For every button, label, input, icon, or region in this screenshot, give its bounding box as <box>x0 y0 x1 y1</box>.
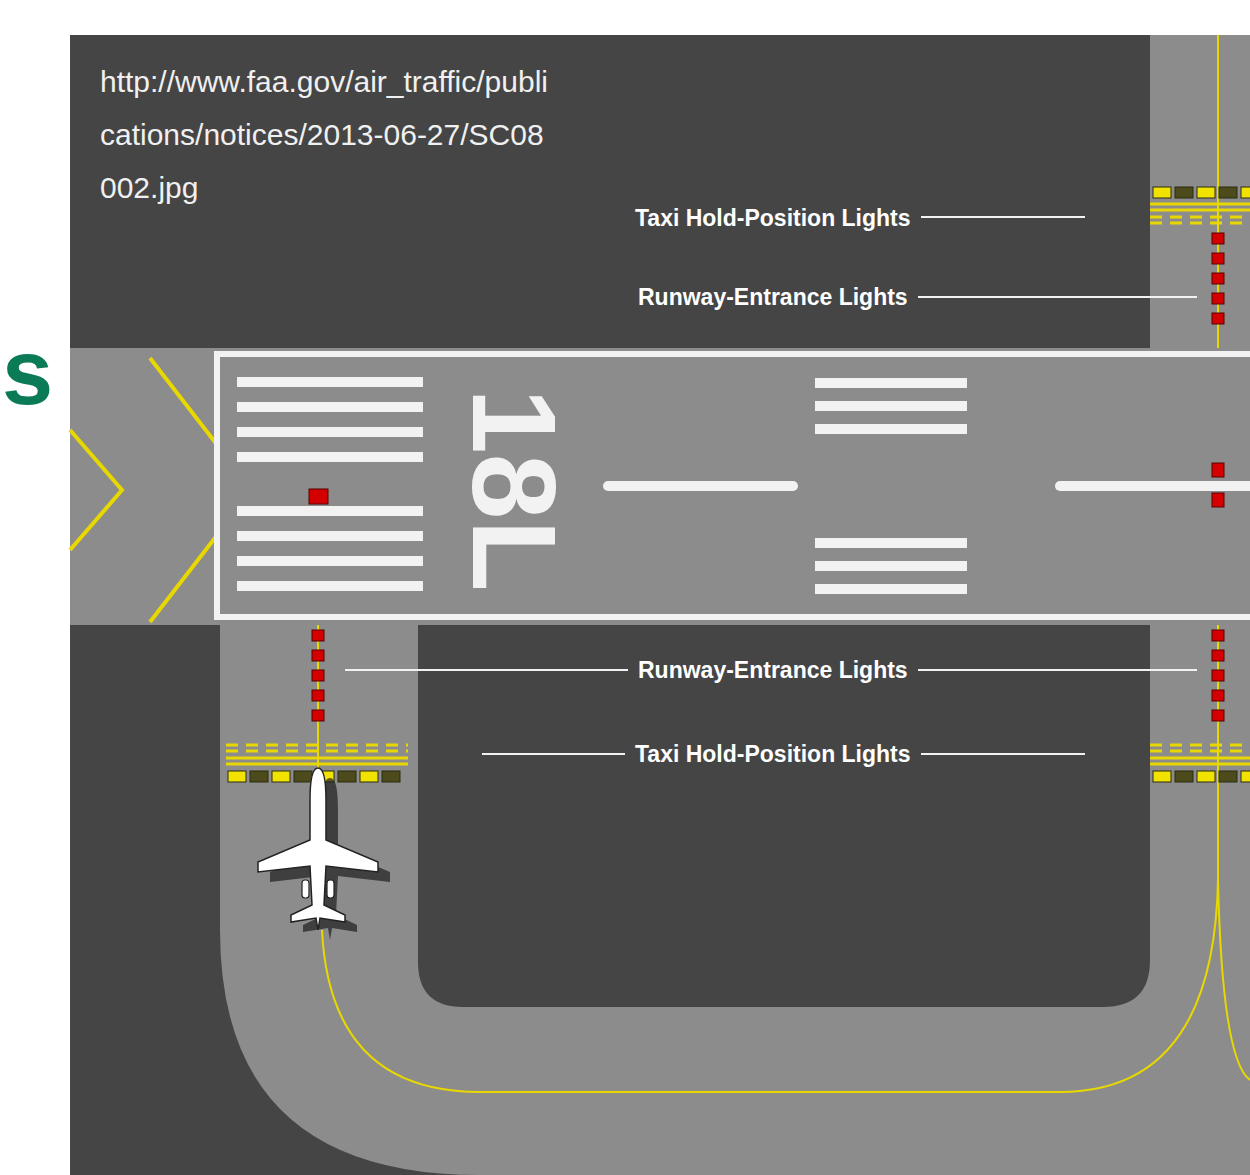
taxiway-centerline <box>1218 880 1250 1080</box>
hold-line-solid <box>1150 209 1250 212</box>
hold-line-dashed <box>1150 750 1250 753</box>
taxi-hold-position-light <box>1241 771 1250 782</box>
touchdown-bar <box>815 561 967 571</box>
runway-entrance-light <box>1212 670 1224 681</box>
runway-entrance-light <box>312 630 324 641</box>
leader-line <box>921 216 1085 218</box>
taxi-hold-position-light <box>294 771 312 782</box>
taxi-hold-position-light <box>1219 187 1237 198</box>
taxi-hold-position-light <box>1153 187 1171 198</box>
taxi-hold-position-light <box>250 771 268 782</box>
runway-entrance-light <box>1212 293 1224 304</box>
in-pavement-lights <box>228 187 1250 782</box>
runway-edge-marking <box>217 354 1250 617</box>
threshold-bar <box>237 377 423 387</box>
taxi-hold-position-light <box>1219 771 1237 782</box>
touchdown-bar <box>815 538 967 548</box>
infield <box>418 620 1150 1007</box>
hold-line-dashed <box>226 750 408 753</box>
taxi-hold-position-light <box>382 771 400 782</box>
taxi-hold-position-light <box>1197 771 1215 782</box>
leader-line <box>918 296 1197 298</box>
threshold-bar <box>237 402 423 412</box>
centerline-dash <box>603 481 798 491</box>
runway-entrance-light <box>312 670 324 681</box>
threshold-bar <box>237 506 423 516</box>
runway-entrance-light <box>312 690 324 701</box>
runway-designation: 18L <box>447 388 577 591</box>
airplane-engine <box>302 880 309 898</box>
taxi-hold-position-light <box>360 771 378 782</box>
hold-line-solid <box>226 763 408 766</box>
runway-entrance-light <box>1212 630 1224 641</box>
touchdown-bar <box>815 378 967 388</box>
blast-pad <box>70 348 230 625</box>
taxiway-centerline <box>322 880 1218 1092</box>
threshold-bar <box>237 452 423 462</box>
threshold-bar <box>237 427 423 437</box>
taxiway <box>1150 35 1250 355</box>
runway-entrance-light <box>1212 273 1224 284</box>
runway-entrance-light <box>1212 710 1224 721</box>
leader-line <box>345 669 628 671</box>
threshold-bar <box>237 556 423 566</box>
callout-label: Runway-Entrance Lights <box>638 658 908 683</box>
taxi-hold-position-light <box>272 771 290 782</box>
runway-entrance-light <box>1212 493 1224 507</box>
leader-lines <box>345 217 1197 754</box>
runway-entrance-light <box>312 650 324 661</box>
taxi-hold-position-light <box>1175 187 1193 198</box>
runway-light <box>309 489 328 504</box>
runway <box>214 348 1250 625</box>
runway-entrance-light <box>1212 690 1224 701</box>
centerline-dash <box>1055 481 1250 491</box>
callout-label: Taxi Hold-Position Lights <box>635 742 911 767</box>
runway-entrance-light <box>1212 463 1224 477</box>
title-fragment: s <box>2 322 53 423</box>
hold-line-dashed <box>226 744 408 747</box>
taxi-hold-position-light <box>228 771 246 782</box>
leader-line <box>918 669 1197 671</box>
threshold-bar <box>237 581 423 591</box>
runway-entrance-light <box>1212 313 1224 324</box>
taxi-hold-position-light <box>1175 771 1193 782</box>
leader-line <box>482 753 625 755</box>
threshold-bar <box>237 531 423 541</box>
threshold-bars <box>237 377 1250 594</box>
hold-line-solid <box>1150 763 1250 766</box>
airplane-body <box>258 768 378 930</box>
hold-line-solid <box>226 757 408 760</box>
hold-line-dashed <box>1150 222 1250 225</box>
hold-line-solid <box>1150 757 1250 760</box>
touchdown-bar <box>815 424 967 434</box>
touchdown-bar <box>815 584 967 594</box>
runway-entrance-light <box>1212 650 1224 661</box>
callout-label: Runway-Entrance Lights <box>638 285 908 310</box>
airplane-engine <box>327 880 334 898</box>
hold-line-solid <box>1150 203 1250 206</box>
hold-line-dashed <box>1150 216 1250 219</box>
runway-entrance-light <box>1212 233 1224 244</box>
callout-label: Taxi Hold-Position Lights <box>635 206 911 231</box>
hold-line-dashed <box>1150 744 1250 747</box>
taxi-hold-position-light <box>1197 187 1215 198</box>
leader-line <box>921 753 1085 755</box>
runway-entrance-light <box>312 710 324 721</box>
hold-short-marking <box>226 204 1250 764</box>
runway-entrance-light <box>1212 253 1224 264</box>
taxiway <box>220 620 1250 1175</box>
taxi-hold-position-light <box>1153 771 1171 782</box>
touchdown-bar <box>815 401 967 411</box>
source-note: http://www.faa.gov/air_traffic/publicati… <box>100 55 555 214</box>
taxi-hold-position-light <box>338 771 356 782</box>
airplane <box>258 768 390 940</box>
blast-pad-chevron <box>70 430 122 550</box>
taxi-hold-position-light <box>1241 187 1250 198</box>
